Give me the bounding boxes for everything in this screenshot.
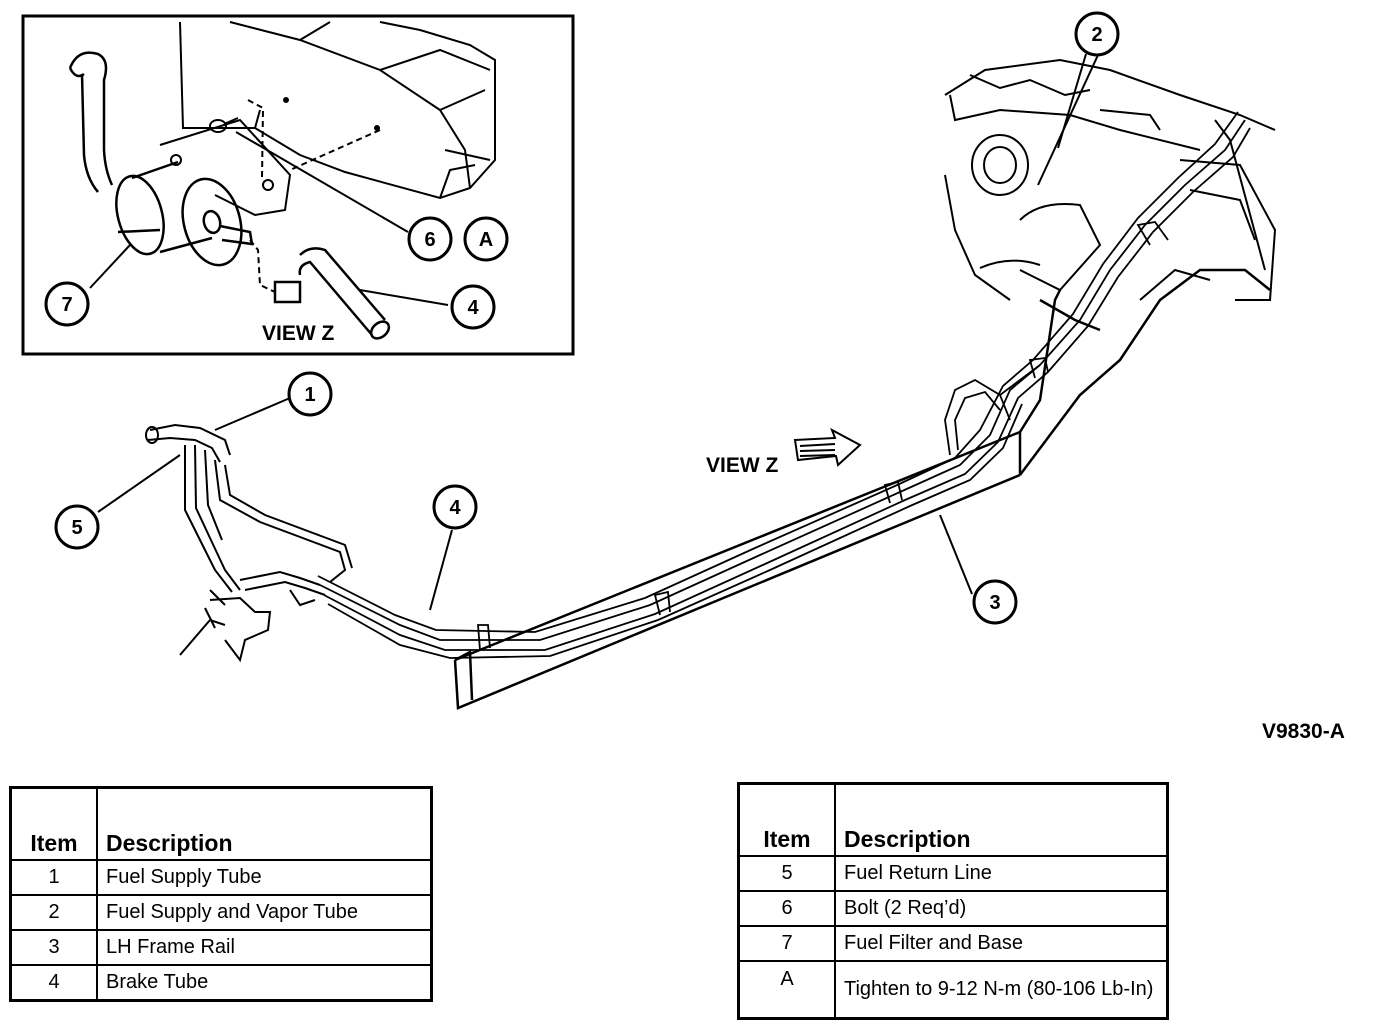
table-row: 1 Fuel Supply Tube	[9, 858, 433, 896]
figure-id: V9830-A	[1262, 720, 1345, 743]
legend-item-description: Tighten to 9-12 N-m (80-106 Lb-In)	[834, 959, 1169, 1020]
legend-left-header-desc: Description	[96, 786, 433, 861]
main-leaders	[97, 53, 1099, 611]
legend-item-number: 7	[737, 924, 836, 962]
inset-bolt	[209, 97, 381, 179]
main-view-label: VIEW Z	[706, 454, 779, 477]
legend-item-number: 1	[9, 858, 98, 896]
svg-text:4: 4	[449, 497, 461, 519]
svg-text:7: 7	[61, 294, 72, 316]
inset-frame	[21, 14, 575, 356]
tube-bundle	[317, 111, 1251, 659]
legend-left-header-item: Item	[9, 786, 98, 861]
callout-5: 5	[54, 504, 100, 550]
legend-item-description: LH Frame Rail	[96, 928, 433, 966]
inset-inlet-hose	[68, 51, 114, 193]
svg-text:2: 2	[1091, 24, 1102, 46]
legend-right-header-desc: Description	[834, 782, 1169, 857]
table-row: 3 LH Frame Rail	[9, 928, 433, 966]
inset-leaders	[89, 131, 449, 306]
legend-item-number: 5	[737, 854, 836, 892]
table-row: 5 Fuel Return Line	[737, 854, 1169, 892]
table-row: 2 Fuel Supply and Vapor Tube	[9, 893, 433, 931]
callout-4-inset: 4	[450, 284, 496, 330]
callout-6: 6	[407, 216, 453, 262]
fuel-line-diagram: VIEW Z	[21, 11, 1345, 743]
legend-item-number: 6	[737, 889, 836, 927]
legend-table-right: Item Description 5 Fuel Return Line 6 Bo…	[737, 782, 1169, 1020]
inset-view-label: VIEW Z	[262, 322, 335, 345]
inset-body-panel	[179, 21, 496, 200]
svg-text:4: 4	[467, 297, 479, 319]
inset-filter-bracket	[159, 118, 292, 217]
svg-text:5: 5	[71, 517, 82, 539]
inset-fuel-filter	[115, 160, 254, 267]
callout-2: 2	[1074, 11, 1120, 57]
lh-frame-rail	[453, 268, 1271, 710]
legend-item-description: Brake Tube	[96, 963, 433, 1001]
legend-table-left: Item Description 1 Fuel Supply Tube 2 Fu…	[9, 786, 433, 1002]
table-row: 6 Bolt (2 Req’d)	[737, 889, 1169, 927]
inset-view-z: VIEW Z	[21, 14, 575, 356]
legend-right-header-item: Item	[737, 782, 836, 857]
legend-item-description: Fuel Supply and Vapor Tube	[96, 893, 433, 931]
svg-text:3: 3	[989, 592, 1000, 614]
callout-3: 3	[972, 579, 1018, 625]
table-row: 7 Fuel Filter and Base	[737, 924, 1169, 962]
callout-A: A	[463, 216, 509, 262]
svg-text:A: A	[479, 229, 493, 251]
legend-item-number: 2	[9, 893, 98, 931]
callout-1: 1	[287, 371, 333, 417]
legend-item-description: Fuel Supply Tube	[96, 858, 433, 896]
engine-bay	[944, 58, 1277, 301]
legend-item-number: 4	[9, 963, 98, 1001]
svg-text:6: 6	[424, 229, 435, 251]
legend-item-description: Bolt (2 Req’d)	[834, 889, 1169, 927]
front-tube-assembly	[145, 423, 353, 663]
svg-text:1: 1	[304, 384, 315, 406]
table-row: A Tighten to 9-12 N-m (80-106 Lb-In)	[737, 959, 1169, 1020]
inset-outlet-hose	[249, 239, 391, 340]
callout-7: 7	[44, 281, 90, 327]
view-z-arrow	[793, 427, 862, 467]
legend-item-description: Fuel Filter and Base	[834, 924, 1169, 962]
table-row: 4 Brake Tube	[9, 963, 433, 1001]
legend-item-description: Fuel Return Line	[834, 854, 1169, 892]
callout-4-main: 4	[432, 484, 478, 530]
legend-item-number: A	[737, 959, 836, 1020]
legend-item-number: 3	[9, 928, 98, 966]
